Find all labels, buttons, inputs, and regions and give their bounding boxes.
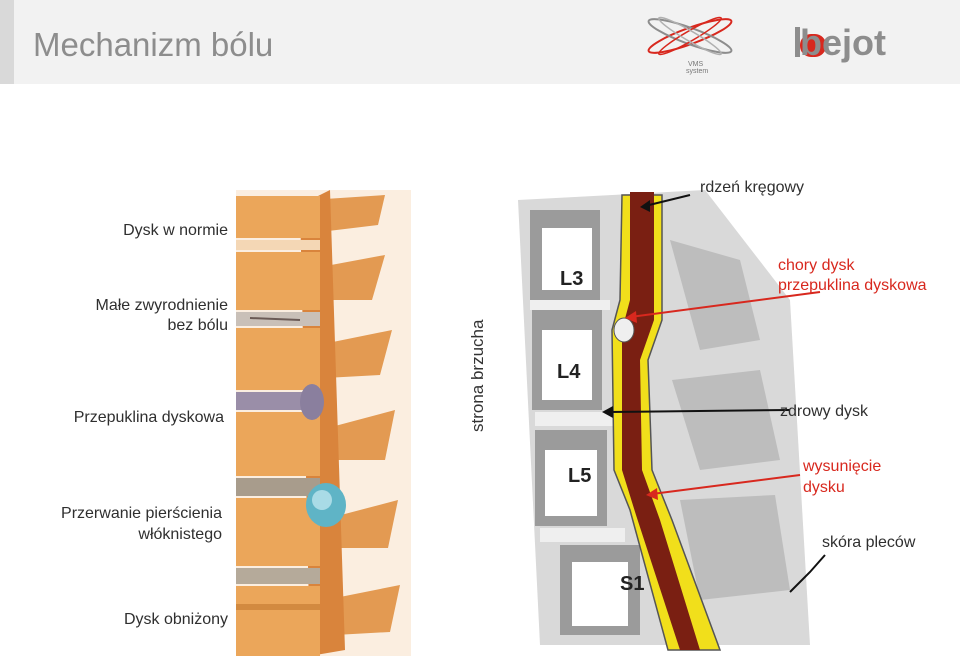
label-lowered-disc: Dysk obniżony — [123, 611, 228, 628]
label-sick-disc: chory dysk — [778, 257, 855, 274]
vertebra-label-l3: L3 — [560, 268, 583, 290]
bejot-logo-text: bejot — [800, 22, 886, 63]
header-accent — [0, 0, 14, 84]
label-disc-hernia: przepuklina dyskowa — [778, 277, 927, 294]
label-protrusion-2: dysku — [803, 479, 845, 496]
vertebra-label-s1: S1 — [620, 573, 644, 595]
vms-logo-text-2: system — [686, 68, 708, 75]
vertebra-label-l5: L5 — [568, 465, 591, 487]
label-healthy-disc: zdrowy dysk — [780, 403, 869, 420]
label-back-skin: skóra pleców — [822, 534, 916, 551]
label-normal-disc: Dysk w normie — [123, 222, 228, 239]
vms-logo-text-1: VMS — [688, 61, 704, 68]
label-minor-degeneration-2: bez bólu — [167, 317, 229, 334]
vms-logo: VMS system — [647, 16, 733, 75]
left-spine — [236, 190, 411, 656]
label-hernia: Przepuklina dyskowa — [73, 409, 224, 426]
page-title: Mechanizm bólu — [33, 26, 274, 63]
label-minor-degeneration-1: Małe zwyrodnienie — [95, 297, 228, 314]
callout-arrows — [602, 194, 826, 593]
label-spinal-cord: rdzeń kręgowy — [700, 179, 805, 196]
label-annulus-tear-1: Przerwanie pierścienia — [61, 505, 222, 522]
vertebra-label-l4: L4 — [557, 361, 581, 383]
sagittal-diagram: L3 L4 L5 S1 — [518, 190, 810, 651]
label-annulus-tear-2: włóknistego — [138, 526, 222, 543]
label-abdomen-side: strona brzucha — [468, 319, 487, 432]
bejot-logo: bejot — [795, 22, 886, 63]
label-protrusion-1: wysunięcie — [803, 458, 882, 475]
